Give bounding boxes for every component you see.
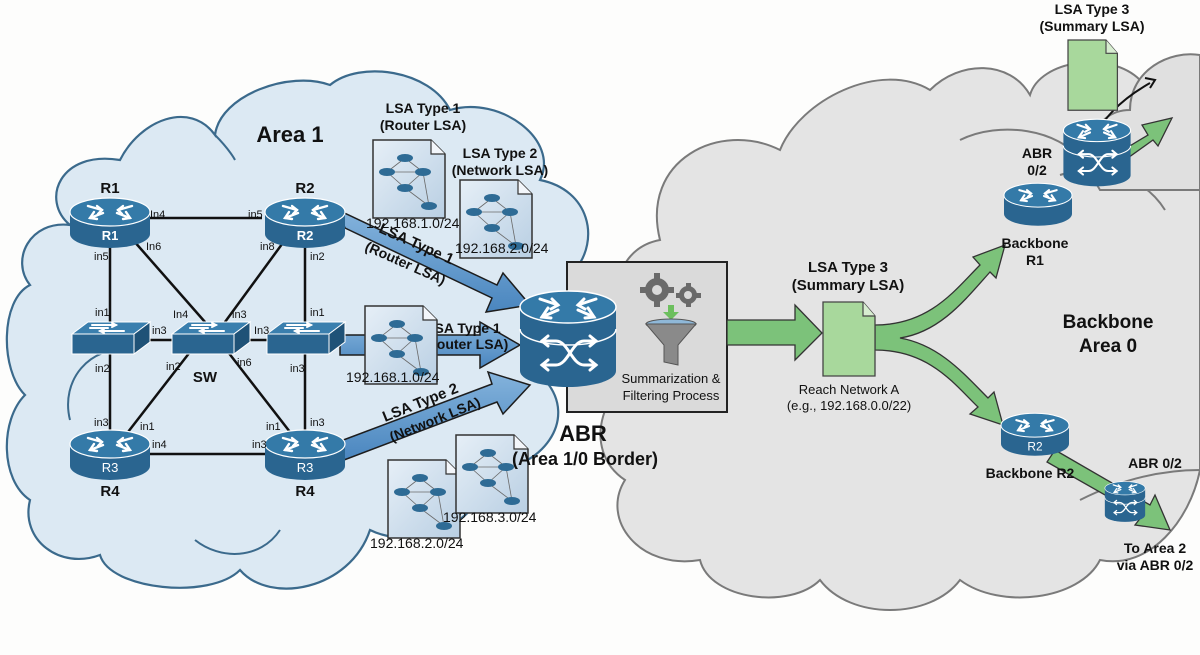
interface-label: in3 xyxy=(94,417,109,429)
summary-caption: (e.g., 192.168.0.0/22) xyxy=(787,398,911,413)
abr-router[interactable] xyxy=(518,289,618,389)
interface-label: in5 xyxy=(248,209,263,221)
link-sw-r4b xyxy=(227,351,291,433)
abr-title: ABR xyxy=(559,421,607,446)
network-label: 192.168.2.0/24 xyxy=(455,240,549,256)
area1-links xyxy=(108,216,307,456)
interface-label: in3 xyxy=(290,363,305,375)
gears-icon xyxy=(640,273,701,307)
interface-labels: In4 in5 in5 In6 in8 in2 in1 in3 in2 In4 … xyxy=(94,209,325,451)
lsa-document-icon xyxy=(387,459,461,539)
process-label: Filtering Process xyxy=(623,388,720,403)
interface-label: in3 xyxy=(252,439,267,451)
funnel-icon xyxy=(644,305,698,366)
interface-label: in1 xyxy=(140,421,155,433)
top-lsa-title: LSA Type 3 xyxy=(1055,1,1130,17)
to-area2-label: via ABR 0/2 xyxy=(1117,557,1194,573)
top-summary-lsa-document-icon[interactable] xyxy=(1067,39,1119,111)
interface-label: in2 xyxy=(310,251,325,263)
backbone-title: Backbone xyxy=(1063,312,1154,333)
abr-subtitle: (Area 1/0 Border) xyxy=(512,449,658,469)
router-label: R4 xyxy=(100,483,120,500)
lsa-doc-title: LSA Type 2 xyxy=(463,145,538,161)
lsa-arrow-type2 xyxy=(337,370,532,461)
router-badge: R2 xyxy=(297,228,314,243)
summary-caption: Reach Network A xyxy=(799,382,900,397)
lsa-doc-type1[interactable]: LSA Type 1 (Router LSA) 192.168.1.0/24 xyxy=(366,100,466,231)
interface-label: in6 xyxy=(237,357,252,369)
router-badge: R2 xyxy=(1027,440,1043,454)
lsa-doc-bottom-left[interactable]: 192.168.2.0/24 xyxy=(370,459,464,551)
router-label: R4 xyxy=(295,483,315,500)
lsa-doc-bottom-right[interactable]: 192.168.3.0/24 xyxy=(443,434,537,525)
interface-label: in3 xyxy=(310,417,325,429)
summary-lsa-document-icon[interactable] xyxy=(822,301,876,377)
router-r4-right[interactable]: R3 xyxy=(263,428,347,482)
interface-label: in3 xyxy=(152,325,167,337)
abr-0-2-bottom[interactable] xyxy=(1104,480,1146,523)
interface-label: in1 xyxy=(266,421,281,433)
lsa-doc-type2[interactable]: LSA Type 2 (Network LSA) 192.168.2.0/24 xyxy=(452,145,549,259)
lsa-document-icon xyxy=(455,434,529,514)
arrow-abr-to-summary xyxy=(726,303,823,362)
interface-label: in4 xyxy=(152,439,167,451)
top-lsa-title: (Summary LSA) xyxy=(1039,18,1144,34)
backbone-title: Area 0 xyxy=(1079,336,1137,357)
lsa-arrow-type1-top xyxy=(336,208,532,313)
arrow-split-backbone xyxy=(874,243,1006,427)
abr-label: ABR 0/2 xyxy=(1128,455,1182,471)
to-area2-label: To Area 2 xyxy=(1124,540,1186,556)
abr-0-2-top[interactable] xyxy=(1062,118,1132,188)
switch-right[interactable] xyxy=(266,321,346,355)
summary-title: (Summary LSA) xyxy=(792,277,905,294)
interface-label: in2 xyxy=(95,363,110,375)
lsa-doc-title: (Router LSA) xyxy=(380,117,466,133)
network-label: 192.168.2.0/24 xyxy=(370,535,464,551)
router-label: R1 xyxy=(100,180,119,197)
backbone-router-r2[interactable]: R2 xyxy=(999,412,1071,457)
network-label: 192.168.3.0/24 xyxy=(443,509,537,525)
lsa-doc-title: LSA Type 1 xyxy=(386,100,461,116)
router-r1[interactable]: R1 xyxy=(68,196,152,250)
router-r4-left[interactable]: R3 xyxy=(68,428,152,482)
network-label: 192.168.1.0/24 xyxy=(366,215,460,231)
switch-sw[interactable] xyxy=(171,321,251,355)
area1-title: Area 1 xyxy=(256,122,323,147)
interface-label: in1 xyxy=(310,307,325,319)
interface-label: in1 xyxy=(95,307,110,319)
network-label: 192.168.1.0/24 xyxy=(346,369,440,385)
summary-title: LSA Type 3 xyxy=(808,259,888,276)
link-r1-sw xyxy=(132,239,206,323)
arrow-label: (Router LSA) xyxy=(422,336,508,352)
abr-label: 0/2 xyxy=(1027,162,1047,178)
router-label: R2 xyxy=(295,180,314,197)
interface-label: in3 xyxy=(232,309,247,321)
interface-label: In3 xyxy=(254,325,269,337)
abr-label: ABR xyxy=(1022,145,1052,161)
process-label: Summarization & xyxy=(622,371,721,386)
lsa-doc-mid[interactable]: 192.168.1.0/24 xyxy=(346,305,440,385)
arrow-label: LSA Type 1 xyxy=(426,320,501,336)
lsa-document-icon xyxy=(372,139,446,219)
lsa-doc-title: (Network LSA) xyxy=(452,162,548,178)
backbone-router-r1[interactable] xyxy=(1002,182,1074,227)
router-badge: R3 xyxy=(102,460,119,475)
switch-label: SW xyxy=(193,369,218,386)
link-r2-sw xyxy=(223,239,287,323)
router-badge: R3 xyxy=(297,460,314,475)
interface-label: In4 xyxy=(150,209,165,221)
router-label: Backbone xyxy=(1002,235,1069,251)
link-sw-r4a xyxy=(127,351,191,433)
interface-label: in2 xyxy=(166,361,181,373)
switch-left[interactable] xyxy=(71,321,151,355)
router-badge: R1 xyxy=(102,228,119,243)
interface-label: in5 xyxy=(94,251,109,263)
router-r2[interactable]: R2 xyxy=(263,196,347,250)
router-label: R1 xyxy=(1026,252,1044,268)
interface-label: in8 xyxy=(260,241,275,253)
interface-label: In6 xyxy=(146,241,161,253)
router-label: Backbone R2 xyxy=(986,465,1075,481)
interface-label: In4 xyxy=(173,309,188,321)
